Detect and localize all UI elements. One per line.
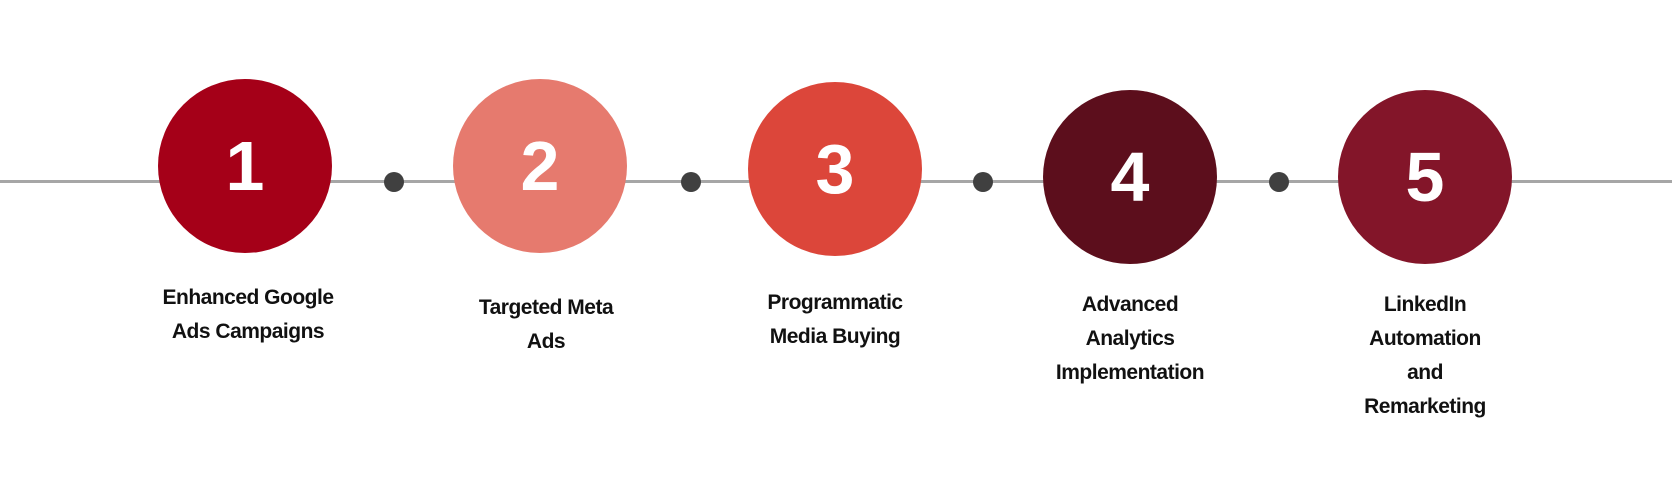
label-line: Media Buying bbox=[769, 325, 901, 348]
step-label-2: Targeted Meta Ads bbox=[426, 291, 666, 359]
label-line: Implementation bbox=[1055, 361, 1205, 384]
connector-dot bbox=[384, 172, 404, 192]
step-number: 2 bbox=[520, 127, 560, 205]
step-label-5: LinkedIn Automation and Remarketing bbox=[1305, 288, 1545, 424]
connector-dot bbox=[973, 172, 993, 192]
step-number: 5 bbox=[1405, 138, 1445, 216]
step-label-4: Advanced Analytics Implementation bbox=[1010, 288, 1250, 390]
step-number: 4 bbox=[1110, 138, 1150, 216]
connector-dot bbox=[1269, 172, 1289, 192]
label-line: Ads Campaigns bbox=[171, 320, 325, 343]
step-circle-1: 1 bbox=[158, 79, 332, 253]
label-line: Targeted Meta bbox=[478, 296, 614, 319]
label-line: Analytics bbox=[1085, 327, 1175, 350]
step-circle-2: 2 bbox=[453, 79, 627, 253]
label-line: and bbox=[1407, 361, 1443, 384]
label-line: Programmatic bbox=[767, 291, 903, 314]
label-line: Enhanced Google bbox=[162, 286, 334, 309]
step-circle-5: 5 bbox=[1338, 90, 1512, 264]
label-line: Advanced bbox=[1081, 293, 1179, 316]
connector-dot bbox=[681, 172, 701, 192]
label-line: Ads bbox=[526, 330, 566, 353]
step-label-3: Programmatic Media Buying bbox=[715, 286, 955, 354]
step-number: 1 bbox=[225, 127, 265, 205]
step-circle-4: 4 bbox=[1043, 90, 1217, 264]
step-label-1: Enhanced Google Ads Campaigns bbox=[128, 281, 368, 349]
step-circle-3: 3 bbox=[748, 82, 922, 256]
label-line: LinkedIn bbox=[1383, 293, 1467, 316]
label-line: Remarketing bbox=[1364, 395, 1486, 418]
label-line: Automation bbox=[1369, 327, 1481, 350]
step-number: 3 bbox=[815, 130, 855, 208]
